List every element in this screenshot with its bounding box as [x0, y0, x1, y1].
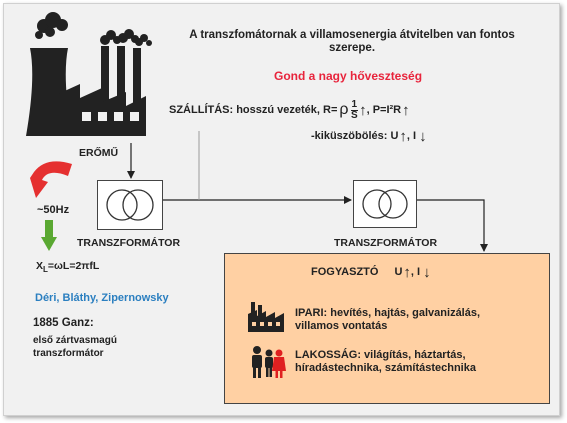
transformer-1	[97, 180, 163, 230]
residential-text: LAKOSSÁG: világítás, háztartás, híradást…	[295, 349, 476, 375]
transport-prefix: SZÁLLÍTÁS: hosszú vezeték, R=	[169, 104, 338, 116]
ganz-desc-line-1: első zártvasmagú	[33, 335, 117, 346]
transport-line: SZÁLLÍTÁS: hosszú vezeték, R= ρ 1 S ↑ , …	[169, 99, 410, 121]
frequency-label: ~50Hz	[37, 204, 70, 216]
ganz-year: 1885 Ganz:	[33, 317, 94, 329]
down-arrow-icon: ↓	[419, 127, 427, 145]
header-text: A transzfomátornak a villamosenergia átv…	[164, 29, 540, 55]
rho-symbol: ρ	[339, 101, 349, 118]
reactance-subscript: L	[43, 265, 48, 275]
rotate-arrow-icon	[30, 161, 72, 198]
up-arrow-icon: ↑	[359, 101, 367, 119]
problem-statement: Gond a nagy hőveszteség	[274, 69, 423, 83]
inventors-label: Déri, Bláthy, Zipernowsky	[35, 292, 169, 304]
transformer-icon	[362, 189, 408, 219]
people-icon	[252, 346, 286, 378]
header-line-2: szerepe.	[328, 42, 376, 54]
industrial-line-2: villamos vontatás	[295, 320, 388, 332]
residential-line-1: LAKOSSÁG: világítás, háztartás,	[295, 349, 466, 361]
power-formula: , P=I²R	[366, 104, 402, 116]
consumer-current: , I	[410, 266, 421, 278]
up-arrow-icon: ↑	[403, 263, 411, 281]
consumer-title-line: FOGYASZTÓ U ↑ , I ↓	[311, 263, 431, 281]
reactance-formula: XL=ωL=2πfL	[36, 260, 99, 274]
factory-icon	[26, 12, 152, 136]
transformer2-to-consumer-arrow	[415, 199, 488, 252]
up-arrow-icon: ↑	[399, 127, 407, 145]
transformer-2	[353, 180, 417, 228]
industry-icon	[248, 302, 284, 332]
transformer-1-label: TRANSZFORMÁTOR	[77, 237, 181, 249]
elimination-text: -kiküszöbölés: U	[311, 130, 399, 142]
elimination-line: -kiküszöbölés: U ↑ , I ↓	[311, 127, 427, 145]
consumer-title: FOGYASZTÓ	[311, 266, 379, 278]
down-arrow-icon	[41, 220, 57, 251]
fraction: 1 S	[350, 98, 359, 121]
fraction-numerator: 1	[350, 98, 359, 111]
up-arrow-icon: ↑	[402, 101, 410, 119]
header-line-1: A transzfomátornak a villamosenergia átv…	[189, 29, 515, 41]
fraction-denominator: S	[350, 109, 358, 121]
residential-line-2: híradástechnika, számítástechnika	[295, 362, 476, 374]
ganz-desc-line-2: transzformátor	[33, 348, 104, 359]
down-arrow-icon: ↓	[423, 263, 431, 281]
reactance-rest: =ωL=2πfL	[47, 260, 100, 272]
transformer-2-label: TRANSZFORMÁTOR	[334, 237, 438, 249]
elimination-current: , I	[406, 130, 417, 142]
consumer-voltage: U	[394, 266, 403, 278]
industrial-line-1: IPARI: hevítés, hajtás, galvanizálás,	[295, 307, 481, 319]
power-plant-label: ERŐMŰ	[79, 147, 119, 159]
industrial-text: IPARI: hevítés, hajtás, galvanizálás, vi…	[295, 307, 480, 333]
reactance-x: X	[36, 260, 44, 272]
ganz-description: első zártvasmagú transzformátor	[33, 334, 117, 360]
transformer-icon	[106, 189, 154, 221]
